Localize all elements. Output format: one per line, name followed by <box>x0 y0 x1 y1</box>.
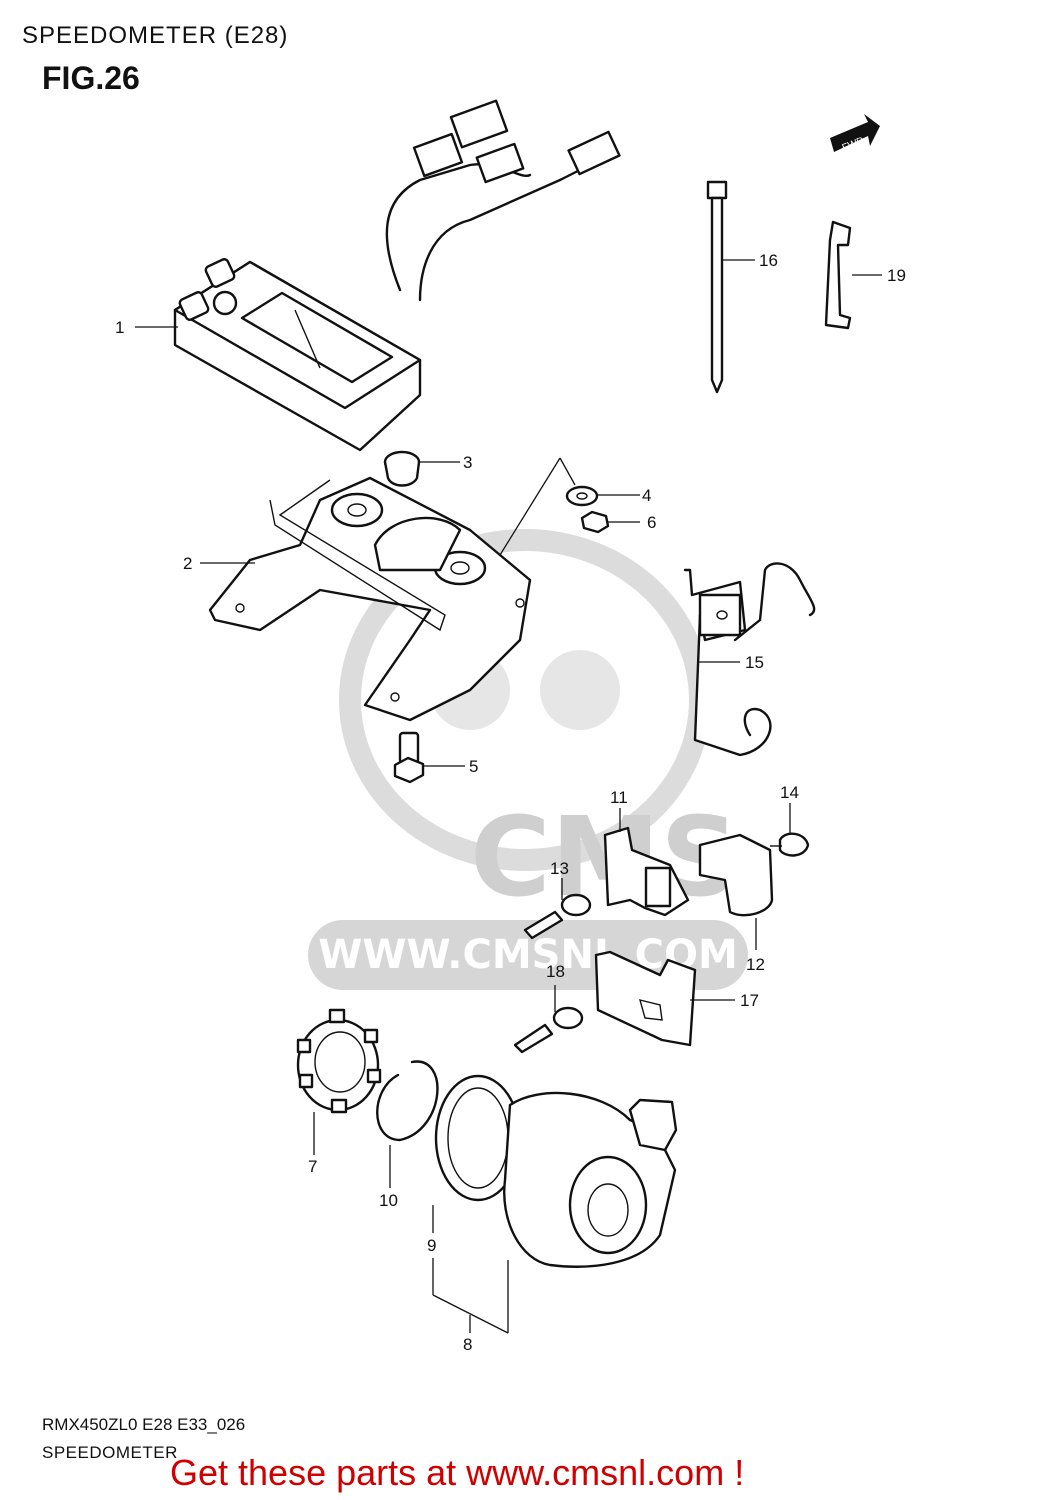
fwd-arrow-icon: FWD <box>830 114 880 154</box>
speedometer-bracket <box>208 476 532 722</box>
washer <box>565 485 599 507</box>
watermark-logo: CMS <box>470 793 739 921</box>
callout-17: 17 <box>740 991 759 1010</box>
nut <box>580 510 610 534</box>
rivet-2 <box>513 1006 584 1054</box>
callout-6: 6 <box>647 513 656 532</box>
drive-ring <box>296 1008 382 1114</box>
leader-lines <box>135 259 882 1334</box>
section-name: SPEEDOMETER <box>42 1443 178 1462</box>
callout-1: 1 <box>115 318 124 337</box>
screw <box>770 832 810 857</box>
bolt <box>393 731 425 784</box>
callout-13: 13 <box>550 859 569 878</box>
circlip <box>376 1060 439 1142</box>
sensor-plate <box>603 826 690 917</box>
promo-link[interactable]: Get these parts at www.cmsnl.com ! <box>170 1452 745 1493</box>
cms-watermark: CMS WWW.CMSNL.COM <box>308 529 748 990</box>
callout-3: 3 <box>463 453 472 472</box>
callout-10: 10 <box>379 1191 398 1210</box>
callout-14: 14 <box>780 783 799 802</box>
sensor-wire-bracket <box>683 562 816 757</box>
callout-19: 19 <box>887 266 906 285</box>
callout-7: 7 <box>308 1157 317 1176</box>
figure-number: FIG.26 <box>42 60 140 96</box>
sensor-bracket-plate <box>594 950 697 1047</box>
model-code: RMX450ZL0 E28 E33_026 <box>42 1415 246 1434</box>
speedometer-unit <box>173 99 621 452</box>
grommet <box>383 450 421 487</box>
callout-16: 16 <box>759 251 778 270</box>
sensor-holder <box>698 833 774 917</box>
callout-2: 2 <box>183 554 192 573</box>
cable-tie <box>706 180 728 394</box>
callout-18: 18 <box>546 962 565 981</box>
callout-15: 15 <box>745 653 764 672</box>
callout-8: 8 <box>463 1335 472 1354</box>
callout-11: 11 <box>610 788 628 807</box>
callout-12: 12 <box>746 955 765 974</box>
callout-4: 4 <box>642 486 651 505</box>
callout-9: 9 <box>427 1236 436 1255</box>
diagram-title: SPEEDOMETER (E28) <box>22 22 289 49</box>
callout-labels: 1 2 3 4 5 6 7 8 9 10 11 12 13 14 15 16 1… <box>115 251 906 1354</box>
rivet <box>523 893 592 940</box>
speedometer-gearbox <box>434 1074 678 1268</box>
callout-5: 5 <box>469 757 478 776</box>
wire-clamp <box>824 220 852 330</box>
